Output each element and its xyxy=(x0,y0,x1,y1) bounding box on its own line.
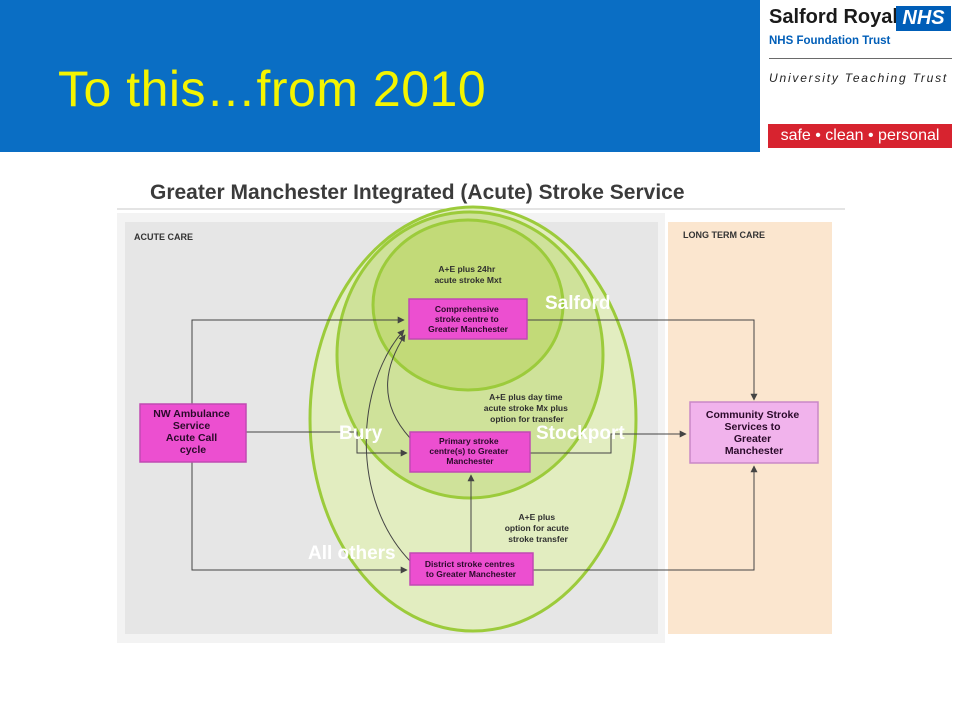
comprehensive-centre-box xyxy=(408,298,528,340)
overlay-stockport: Stockport xyxy=(536,423,625,444)
diagram-title: Greater Manchester Integrated (Acute) St… xyxy=(150,181,685,204)
note-comprehensive: A+E plus 24hr acute stroke Mxt xyxy=(434,264,501,285)
note-primary: A+E plus day time acute stroke Mx plus o… xyxy=(484,392,570,424)
nhs-logo: NHS xyxy=(896,6,951,31)
arrow-primary-to-comprehensive xyxy=(387,334,411,439)
district-centre-box xyxy=(409,552,534,586)
ambulance-box xyxy=(139,403,247,463)
connectors xyxy=(191,316,758,574)
overlay-bury: Bury xyxy=(339,423,383,444)
overlay-salford: Salford xyxy=(545,293,611,314)
acute-care-label: ACUTE CARE xyxy=(134,232,193,242)
long-term-care-label: LONG TERM CARE xyxy=(683,230,765,240)
arrow-district-to-comprehensive xyxy=(365,329,412,563)
note-district: A+E plus option for acute stroke transfe… xyxy=(505,512,572,544)
arrow-ambulance-to-district xyxy=(191,462,408,574)
org-name: Salford Royal xyxy=(769,6,898,28)
logo-divider xyxy=(769,58,952,59)
org-subtitle: NHS Foundation Trust xyxy=(769,35,891,47)
arrow-ambulance-to-primary xyxy=(246,431,408,457)
district-label: District stroke centres to Greater Manch… xyxy=(425,559,517,579)
primary-label: Primary stroke centre(s) to Greater Manc… xyxy=(429,436,510,466)
arrow-ambulance-to-comprehensive xyxy=(191,316,405,405)
trust-logo: Salford Royal NHS NHS Foundation Trust U… xyxy=(760,0,960,152)
community-label: Community Stroke Services to Greater Man… xyxy=(706,409,802,457)
slide-title: To this…from 2010 xyxy=(58,61,487,117)
values-badge: safe • clean • personal xyxy=(768,124,952,148)
arrow-district-to-community xyxy=(533,465,758,571)
org-tagline: University Teaching Trust xyxy=(769,71,949,85)
community-services-box xyxy=(689,401,819,464)
overlay-all-others: All others xyxy=(308,543,396,564)
primary-centre-box xyxy=(409,431,531,473)
header-band: To this…from 2010 xyxy=(0,0,760,152)
ambulance-label: NW Ambulance Service Acute Call cycle xyxy=(153,408,233,456)
comprehensive-label: Comprehensive stroke centre to Greater M… xyxy=(428,304,509,334)
arrow-primary-to-community xyxy=(530,430,687,454)
arrow-comprehensive-to-community xyxy=(527,319,758,401)
